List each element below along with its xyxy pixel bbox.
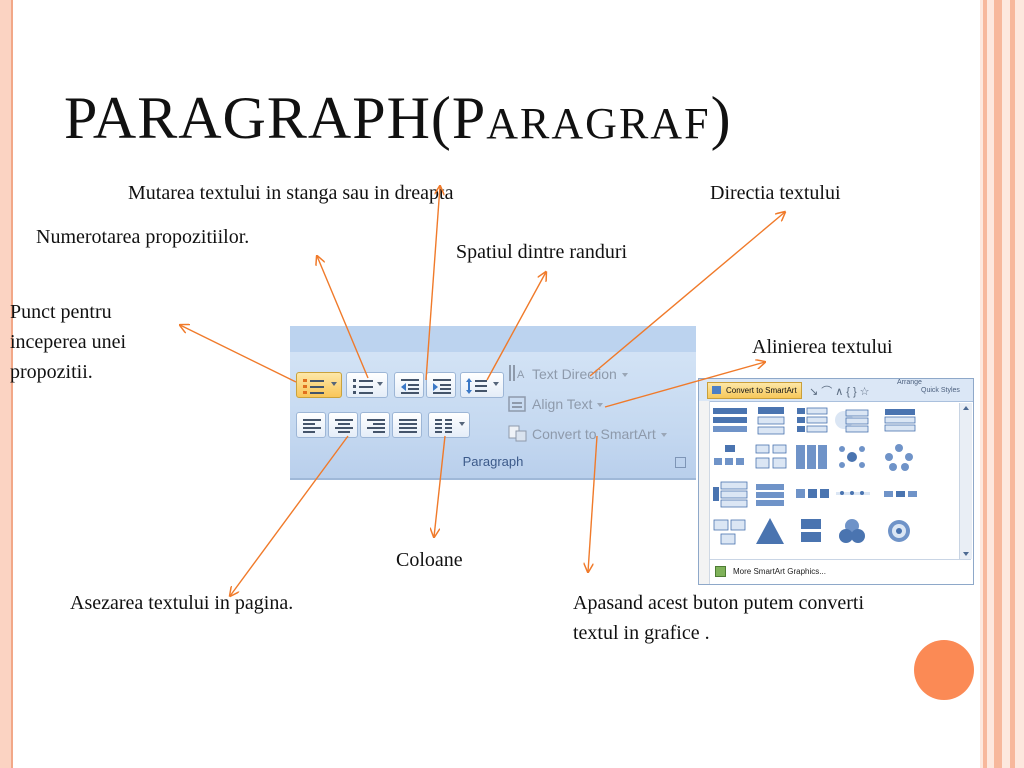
smartart-icon <box>715 566 726 577</box>
smartart-layout-thumbnail[interactable] <box>884 491 917 497</box>
align-text-button[interactable]: Align Text <box>532 396 604 412</box>
smartart-layout-thumbnail[interactable] <box>801 519 821 542</box>
slide-left-border <box>0 0 13 768</box>
dialog-launcher-icon[interactable] <box>675 457 686 468</box>
arrow-align <box>604 362 765 408</box>
text-direction-button[interactable]: Text Direction <box>532 366 628 382</box>
chevron-down-icon[interactable] <box>493 382 499 386</box>
smartart-layout-thumbnail[interactable] <box>756 484 784 506</box>
decrease-indent-button[interactable] <box>394 372 424 398</box>
quick-styles-button[interactable]: Quick Styles <box>921 387 960 394</box>
label-numbering: Numerotarea propozitiilor. <box>36 226 250 248</box>
arrow-bullets <box>180 325 297 383</box>
smartart-layout-thumbnail[interactable] <box>713 519 746 545</box>
label-columns: Coloane <box>396 549 463 571</box>
justify-button[interactable] <box>392 412 422 438</box>
increase-indent-icon <box>433 379 451 394</box>
bullets-icon <box>303 379 324 394</box>
arrow-indent <box>425 186 440 381</box>
smartart-layout-thumbnail[interactable] <box>713 408 747 432</box>
gallery-scrollbar[interactable] <box>959 403 972 559</box>
label-indent: Mutarea textului in stanga sau in dreapt… <box>128 182 454 204</box>
convert-smartart-icon <box>508 425 527 442</box>
decrease-indent-icon <box>401 379 419 394</box>
smartart-layout-thumbnail[interactable] <box>884 409 916 432</box>
chevron-down-icon[interactable] <box>377 382 383 386</box>
columns-button[interactable] <box>428 412 470 438</box>
columns-icon <box>435 419 452 433</box>
smartart-layout-thumbnail[interactable] <box>714 445 744 465</box>
chevron-down-icon[interactable] <box>459 422 465 426</box>
line-spacing-button[interactable] <box>460 372 504 398</box>
chevron-up-icon <box>963 406 969 410</box>
shape-tools-icon: ↘⌒∧{}☆ <box>809 386 873 398</box>
group-label-paragraph: Paragraph <box>462 454 524 469</box>
label-line-spacing: Spatiul dintre randuri <box>456 241 628 263</box>
smartart-layout-thumbnail[interactable] <box>796 489 829 498</box>
justify-icon <box>399 419 417 433</box>
align-right-icon <box>367 419 385 433</box>
arrow-direction <box>589 212 785 377</box>
smartart-layout-thumbnail[interactable] <box>836 491 870 495</box>
smartart-layout-thumbnail[interactable] <box>756 518 784 544</box>
chevron-down-icon[interactable] <box>331 382 337 386</box>
bullets-button[interactable] <box>296 372 342 398</box>
arrow-layout <box>230 435 349 596</box>
smartart-layout-thumbnail[interactable] <box>839 519 865 543</box>
decorative-orange-circle <box>914 640 974 700</box>
smartart-layout-thumbnail[interactable] <box>755 444 787 469</box>
align-center-icon <box>335 419 353 433</box>
align-text-icon <box>508 396 526 412</box>
increase-indent-button[interactable] <box>426 372 456 398</box>
align-center-button[interactable] <box>328 412 358 438</box>
arrow-convert <box>588 435 598 572</box>
more-smartart-graphics-link[interactable]: More SmartArt Graphics... <box>733 567 826 576</box>
smartart-layout-thumbnail[interactable] <box>888 520 910 542</box>
convert-to-smartart-button[interactable]: Convert to SmartArt <box>532 426 667 442</box>
smartart-layout-thumbnail[interactable] <box>839 446 865 468</box>
align-left-button[interactable] <box>296 412 326 438</box>
align-left-icon <box>303 419 321 433</box>
smartart-layout-thumbnail[interactable] <box>796 445 827 469</box>
chevron-down-icon <box>963 552 969 556</box>
label-align-text: Alinierea textului <box>752 336 893 358</box>
arrange-button[interactable]: Arrange <box>897 379 922 386</box>
text-direction-icon: A <box>509 365 525 381</box>
label-bullets: Punct pentru inceperea unei propozitii. <box>10 301 127 383</box>
line-spacing-icon <box>466 378 487 394</box>
arrow-numbering <box>317 256 369 379</box>
smartart-layout-thumbnail[interactable] <box>835 409 869 433</box>
arrow-spacing <box>486 272 546 381</box>
smartart-layout-thumbnail[interactable] <box>713 481 748 508</box>
convert-to-smartart-dropdown-button[interactable]: Convert to SmartArt <box>707 382 802 399</box>
align-right-button[interactable] <box>360 412 390 438</box>
label-convert-smartart: Apasand acest buton putem converti textu… <box>573 592 865 644</box>
arrow-columns <box>434 435 446 537</box>
svg-text:A: A <box>517 369 525 381</box>
smartart-layout-thumbnail[interactable] <box>797 407 828 433</box>
label-text-direction: Directia textului <box>710 182 841 204</box>
slide-right-border <box>980 0 1024 768</box>
smartart-layout-thumbnail[interactable] <box>885 444 913 471</box>
smartart-layout-thumbnail[interactable] <box>757 407 785 435</box>
smartart-layout-grid <box>713 407 917 545</box>
slide-title: PARAGRAPH(PARAGRAF) <box>64 85 732 151</box>
numbering-icon <box>353 379 373 394</box>
